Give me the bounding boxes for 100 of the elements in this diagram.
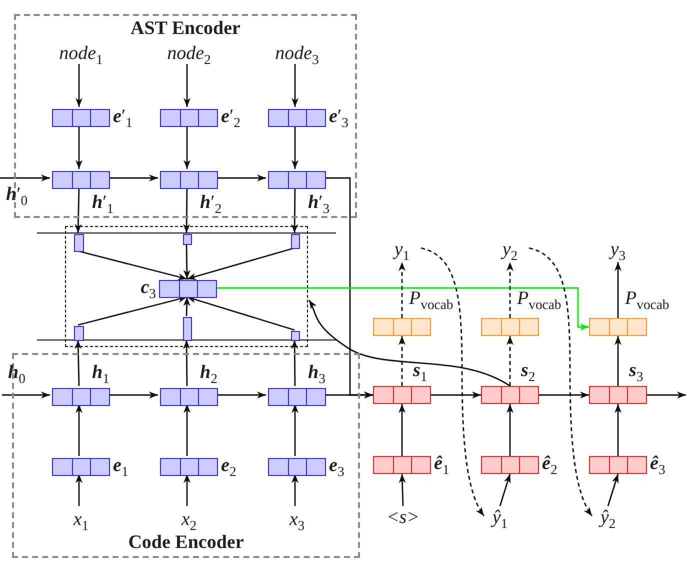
arrow xyxy=(108,174,158,182)
arrow xyxy=(76,474,82,506)
vector-label: e′$_{1}$ xyxy=(113,106,132,132)
arrow xyxy=(607,474,619,506)
arrow xyxy=(186,296,295,331)
vector-cells xyxy=(589,456,647,474)
arrow xyxy=(216,392,266,398)
arrow xyxy=(528,247,593,516)
vector-label: c$_{3}$ xyxy=(140,277,156,303)
attention-frame xyxy=(65,226,308,347)
vector-label: P$_{vocab}$ xyxy=(625,288,670,314)
arrow xyxy=(398,262,406,318)
token-text: y$_{2}$ xyxy=(493,238,527,262)
arrow xyxy=(183,340,190,386)
attention-weight-bar xyxy=(291,331,300,341)
attention-weight-bar xyxy=(183,234,192,245)
vector-cells xyxy=(268,458,326,476)
token-text: y$_{1}$ xyxy=(385,238,419,262)
token-text: node$_{1}$ xyxy=(45,42,117,66)
vector-cells xyxy=(159,280,217,298)
vector-label: s$_{3}$ xyxy=(629,360,644,386)
arrow xyxy=(292,404,298,456)
arrow xyxy=(292,125,298,169)
arrow xyxy=(183,244,190,279)
arrow xyxy=(78,296,188,326)
vector-cells xyxy=(481,318,539,336)
vector-cells xyxy=(373,386,431,404)
arrow xyxy=(184,404,190,456)
arrow xyxy=(506,336,514,386)
attention-weight-bar xyxy=(74,234,84,252)
arrow xyxy=(183,187,190,233)
vector-cells xyxy=(160,388,218,406)
arrow xyxy=(398,336,406,386)
attention-weight-bar xyxy=(183,317,192,341)
arrow xyxy=(76,64,82,107)
edge-label: h$_{0}$ xyxy=(8,362,26,388)
arrow xyxy=(308,300,510,387)
vector-label: s$_{2}$ xyxy=(521,360,536,386)
vector-label: h′$_{1}$ xyxy=(92,192,114,218)
vector-cells xyxy=(52,458,110,476)
vector-cells xyxy=(589,386,647,404)
vector-label: e′$_{3}$ xyxy=(329,106,348,132)
arrow xyxy=(614,404,622,456)
token-text: x$_{3}$ xyxy=(279,508,315,532)
arrow xyxy=(184,64,190,107)
vector-cells xyxy=(268,388,326,406)
arrow xyxy=(76,125,82,169)
panel-title: Code Encoder xyxy=(127,532,245,554)
vector-cells xyxy=(481,386,539,404)
arrow xyxy=(216,287,589,330)
arrow xyxy=(420,247,485,516)
arrow xyxy=(647,392,686,398)
arrow xyxy=(506,404,514,456)
vector-cells xyxy=(373,318,431,336)
arrow xyxy=(74,340,82,386)
vector-cells xyxy=(481,456,539,474)
arrow xyxy=(506,262,514,318)
arrow xyxy=(292,64,298,107)
arrow xyxy=(184,474,190,506)
vector-cells xyxy=(52,171,110,189)
vector-label: ê$_{1}$ xyxy=(434,453,450,479)
arrow xyxy=(539,392,589,398)
arrow xyxy=(614,262,622,318)
token-text: node$_{2}$ xyxy=(153,42,225,66)
arrow xyxy=(184,125,190,169)
vector-label: h$_{2}$ xyxy=(200,362,218,388)
arrow xyxy=(74,186,82,234)
vector-cells xyxy=(589,318,647,336)
arrow xyxy=(398,404,406,456)
vector-label: s$_{1}$ xyxy=(413,360,428,386)
encoder-panel xyxy=(14,14,357,218)
arrow xyxy=(431,392,481,398)
token-text: ŷ$_{2}$ xyxy=(590,506,626,530)
vector-label: h′$_{2}$ xyxy=(200,192,222,218)
arrow xyxy=(499,474,511,506)
vector-label: e$_{1}$ xyxy=(113,455,128,481)
arrow xyxy=(291,340,298,386)
arrow xyxy=(108,392,158,398)
edge-label: h′$_{0}$ xyxy=(6,184,28,210)
arrow xyxy=(398,474,406,506)
vector-label: P$_{vocab}$ xyxy=(517,288,562,314)
vector-label: e′$_{2}$ xyxy=(221,106,240,132)
vector-label: ê$_{2}$ xyxy=(542,453,558,479)
vector-label: e$_{3}$ xyxy=(329,455,344,481)
vector-label: P$_{vocab}$ xyxy=(409,288,454,314)
vector-cells xyxy=(52,388,110,406)
arrow xyxy=(291,187,298,233)
vector-label: h$_{1}$ xyxy=(92,362,110,388)
vector-label: h′$_{3}$ xyxy=(308,192,330,218)
arrow xyxy=(2,392,50,398)
vector-label: h$_{3}$ xyxy=(308,362,326,388)
panel-title: AST Encoder xyxy=(130,18,242,40)
vector-label: e$_{2}$ xyxy=(221,455,236,481)
vector-cells xyxy=(268,109,326,127)
token-text: x$_{2}$ xyxy=(171,508,207,532)
token-text: x$_{1}$ xyxy=(63,508,99,532)
vector-cells xyxy=(160,458,218,476)
vector-cells xyxy=(160,171,218,189)
vector-cells xyxy=(373,456,431,474)
token-text: y$_{3}$ xyxy=(601,238,635,262)
